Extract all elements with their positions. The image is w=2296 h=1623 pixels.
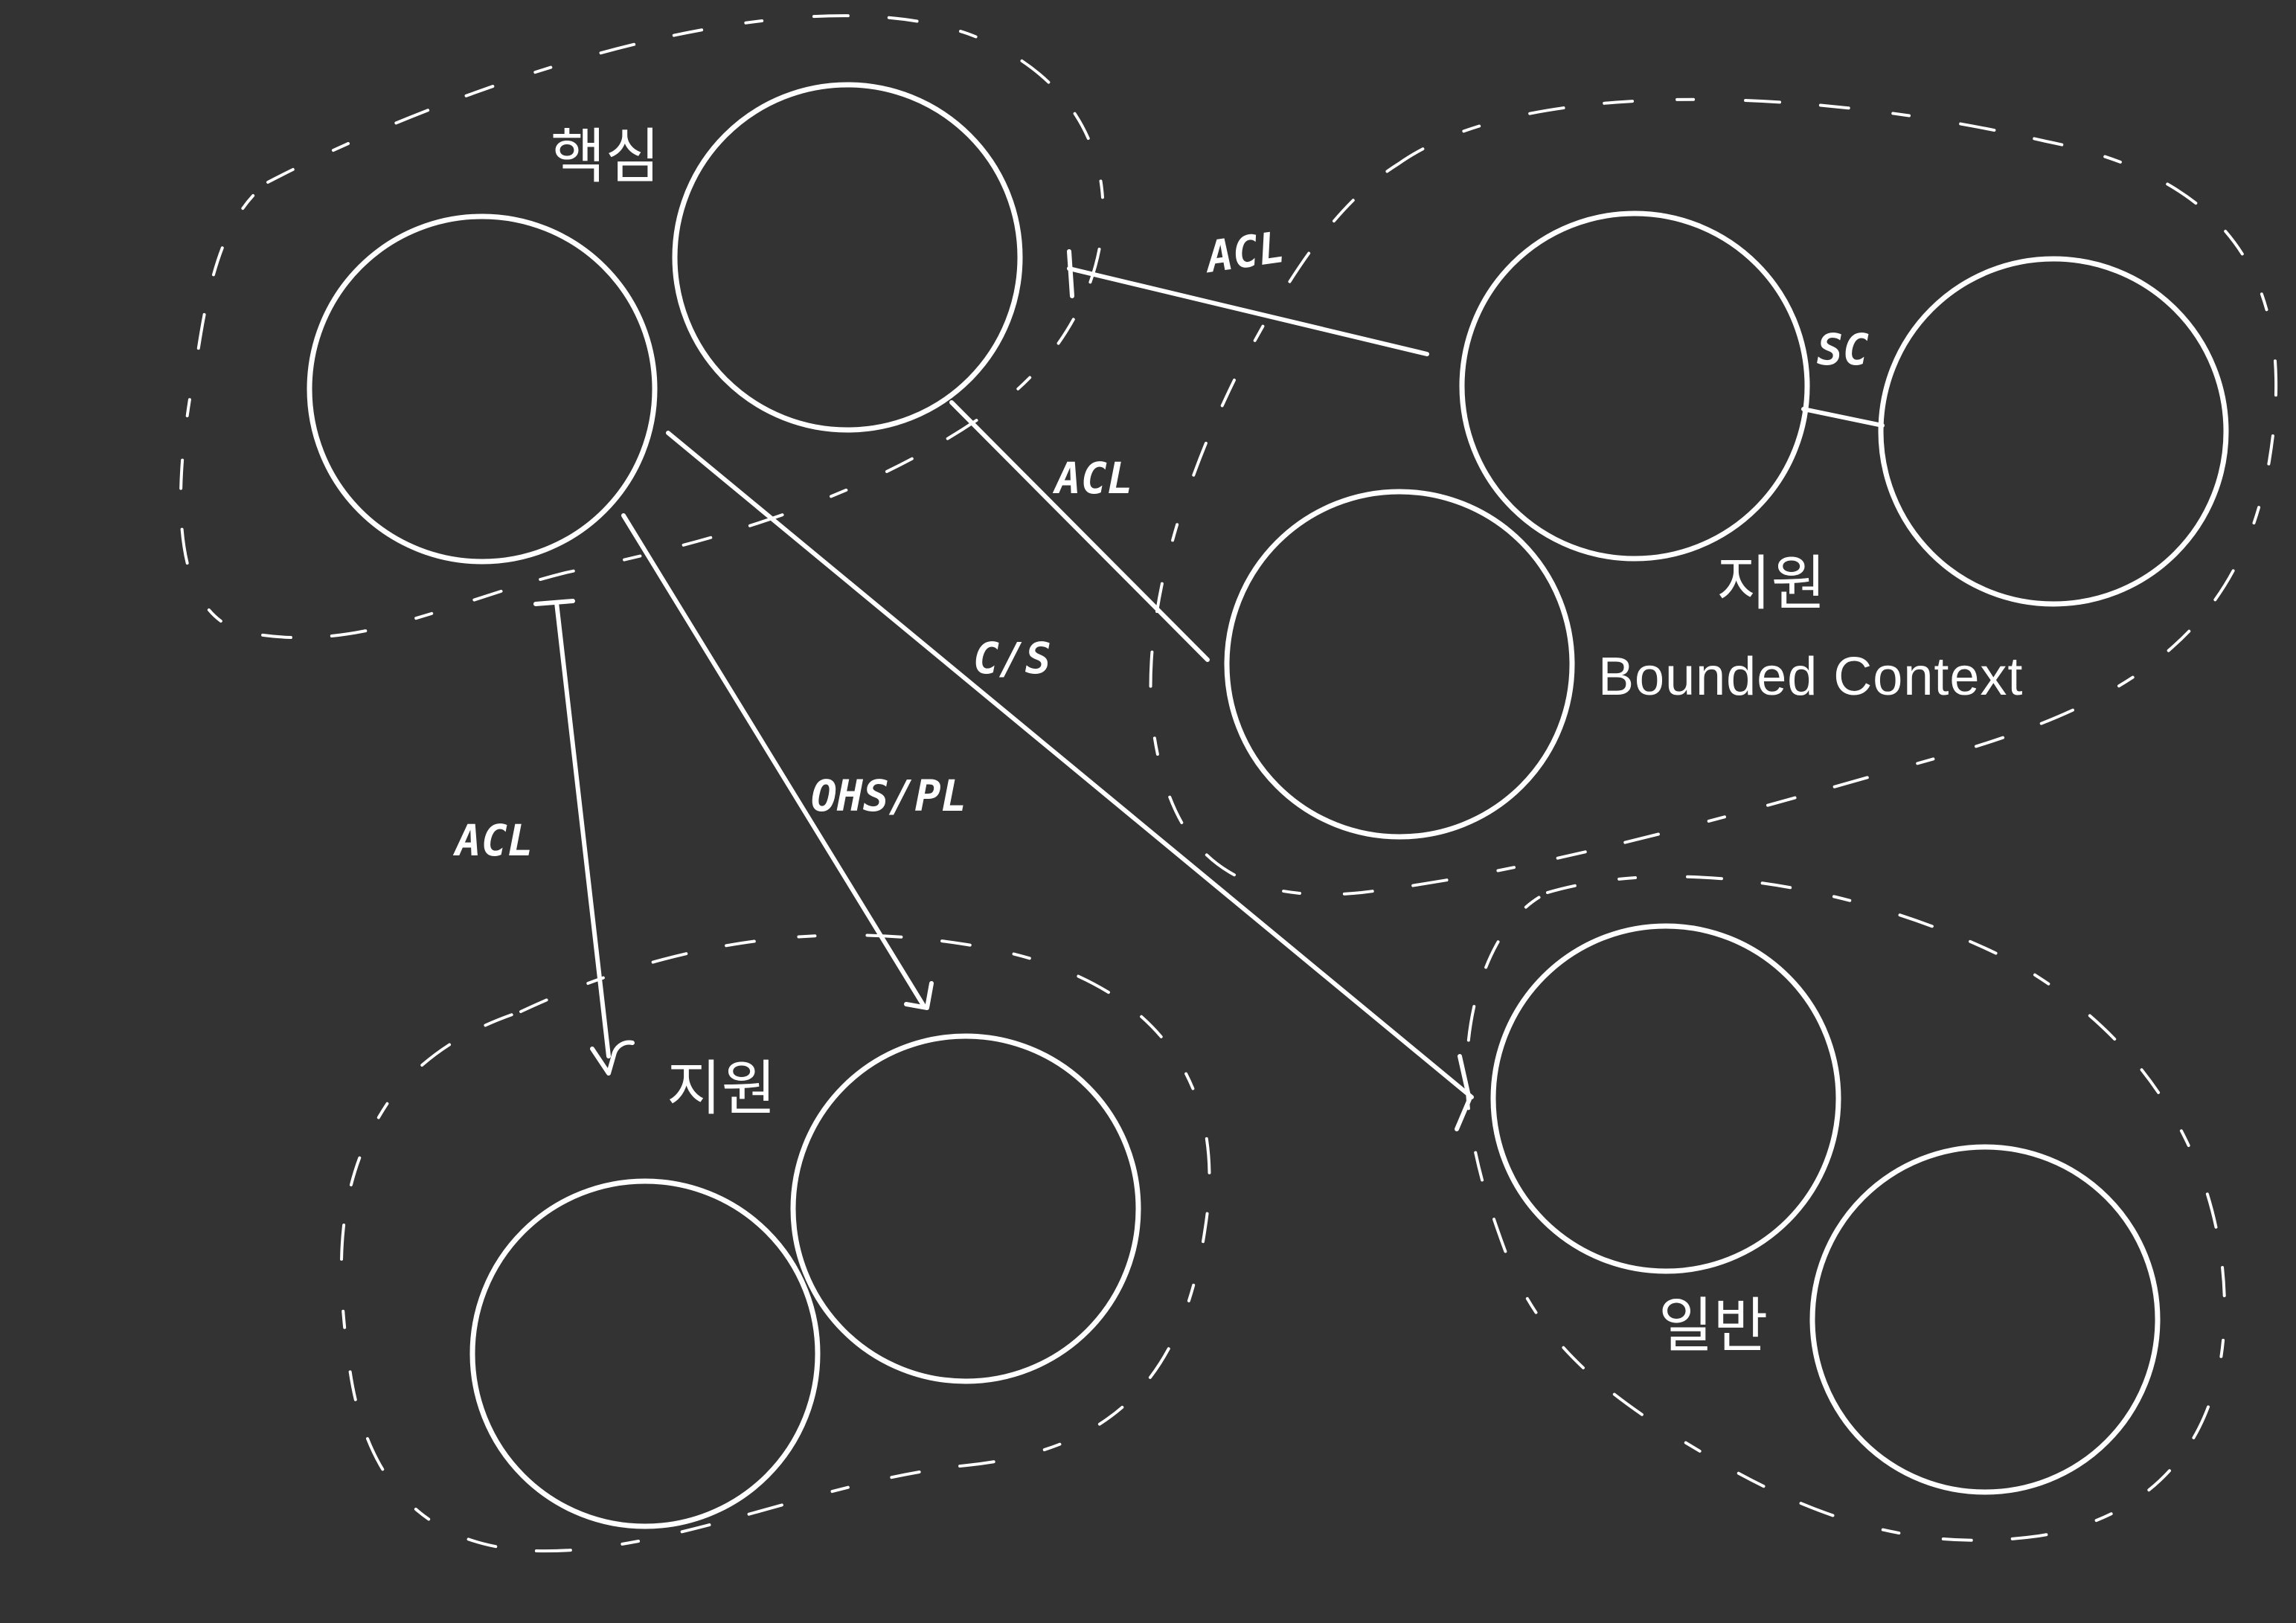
support-top-context-c bbox=[1224, 489, 1575, 840]
generic-context-b bbox=[1809, 1144, 2161, 1495]
support-bottom-context-a bbox=[790, 1033, 1141, 1384]
core-to-support-bottom-acl-tick bbox=[533, 599, 575, 606]
core-to-support-bottom-acl-arrowhead bbox=[590, 1040, 635, 1076]
support-top-context-b bbox=[1878, 256, 2229, 607]
core-to-support-bottom-acl-line bbox=[554, 600, 611, 1058]
acl-label-top: ACL bbox=[1201, 222, 1288, 283]
core-to-generic-line bbox=[666, 431, 1474, 1099]
support-bottom-subdomain-label: 지원 bbox=[667, 1054, 776, 1123]
core-to-support-top-tick bbox=[1067, 249, 1074, 298]
cs-label: C/S bbox=[973, 633, 1051, 684]
support-top-subdomain-label: 지원 bbox=[1716, 549, 1826, 618]
core-context-right bbox=[672, 82, 1023, 433]
ohs-pl-label: OHS/PL bbox=[811, 771, 967, 821]
core-context-left bbox=[307, 213, 658, 565]
sc-label: SC bbox=[1817, 324, 1869, 375]
generic-subdomain-boundary bbox=[1465, 875, 2227, 1542]
core-to-support-bottom-ohs-arrowhead bbox=[904, 981, 934, 1010]
core-subdomain-label: 핵심 bbox=[551, 122, 660, 191]
core-to-support-bottom-ohs-line bbox=[621, 513, 926, 1009]
acl-label-middle: ACL bbox=[1052, 453, 1133, 504]
bounded-context-caption: Bounded Context bbox=[1598, 647, 2023, 707]
core-to-generic-arrowhead bbox=[1455, 1054, 1472, 1131]
core-to-support-top-line-2 bbox=[949, 400, 1210, 662]
core-subdomain-boundary bbox=[179, 14, 1105, 640]
core-to-support-top-line bbox=[1067, 266, 1429, 356]
acl-label-bottom: ACL bbox=[452, 815, 533, 866]
support-bottom-subdomain-boundary bbox=[339, 933, 1211, 1553]
support-top-subdomain-boundary bbox=[1149, 97, 2278, 896]
generic-subdomain-label: 일반 bbox=[1658, 1291, 1768, 1360]
support-top-context-a bbox=[1459, 210, 1810, 562]
support-bottom-context-b bbox=[469, 1178, 821, 1529]
generic-context-a bbox=[1490, 923, 1841, 1274]
support-top-sc-line bbox=[1801, 407, 1885, 428]
